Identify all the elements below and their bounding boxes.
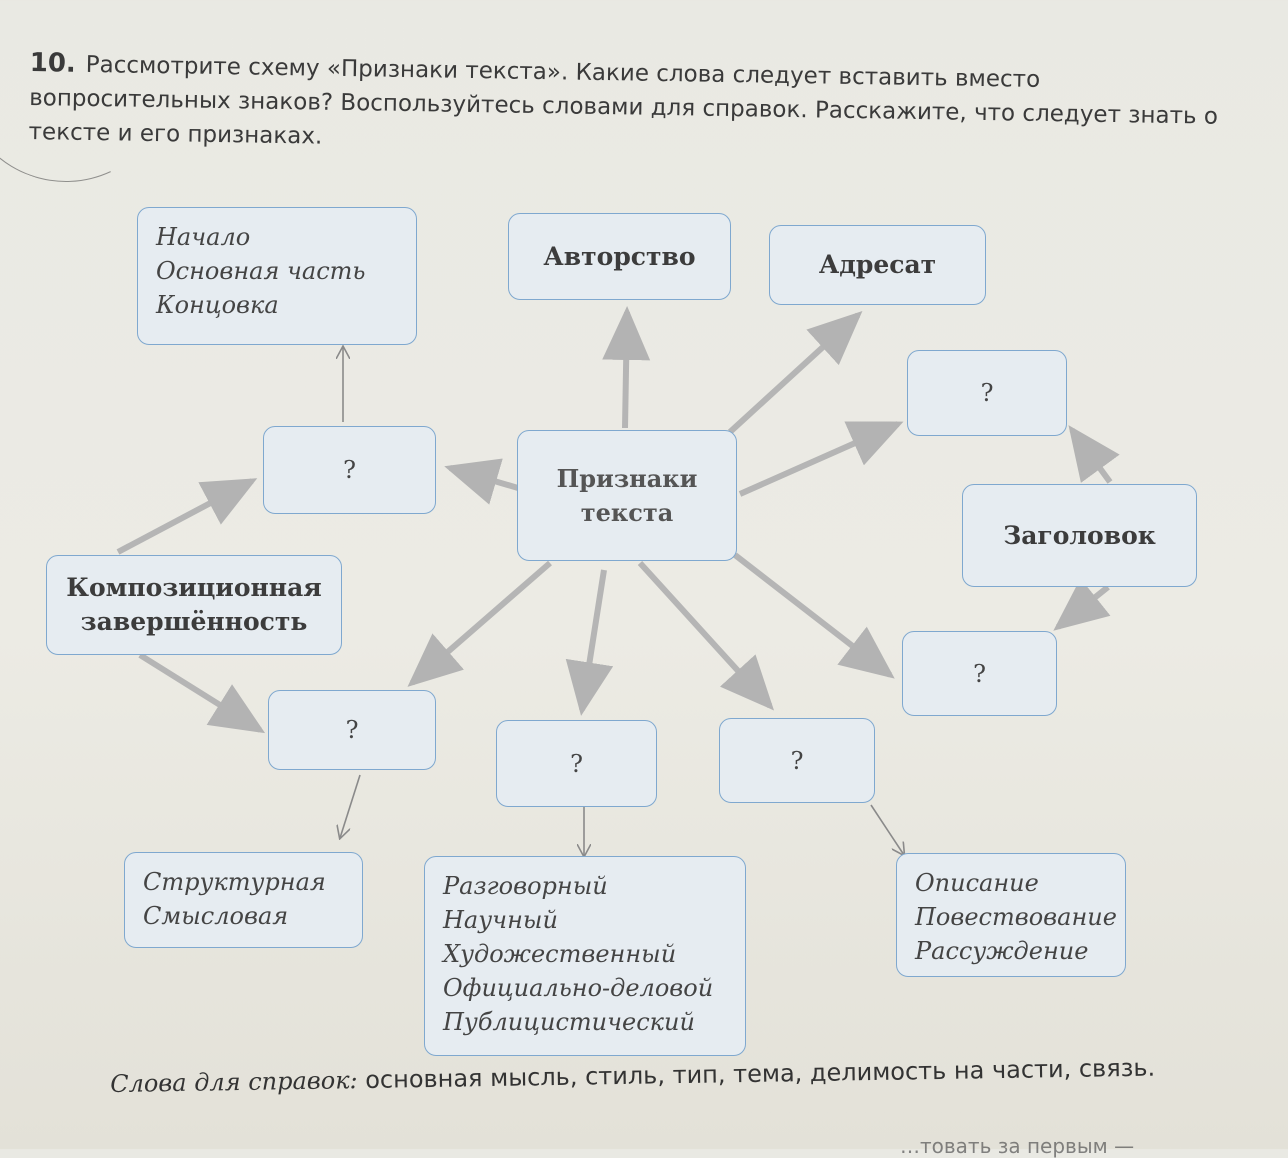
arrow-to-q-bottom-right bbox=[637, 560, 775, 711]
question-mark: ? bbox=[790, 746, 804, 775]
heading-box: Заголовок bbox=[962, 484, 1197, 587]
arrow-composition-to-q-bottom-left bbox=[138, 652, 266, 734]
center-label-line: Признаки bbox=[556, 463, 698, 493]
type-item: Описание bbox=[915, 869, 1039, 897]
question-box-top-right: ? bbox=[907, 350, 1067, 436]
question-mark: ? bbox=[343, 456, 356, 484]
connection-box: Структурная Смысловая bbox=[124, 852, 363, 948]
type-box: Описание Повествование Рассуждение bbox=[896, 853, 1126, 977]
parts-item: Концовка bbox=[156, 291, 279, 319]
style-item: Публицистический bbox=[443, 1008, 695, 1036]
authorship-box: Авторство bbox=[508, 213, 731, 300]
center-box: Признаки текста bbox=[517, 430, 737, 561]
arrow-to-q-top-right bbox=[738, 421, 904, 497]
type-item: Повествование bbox=[915, 903, 1117, 931]
question-mark: ? bbox=[570, 749, 583, 778]
arrow-to-addressee bbox=[727, 310, 863, 435]
question-mark: ? bbox=[980, 379, 994, 407]
composition-label-line: завершённость bbox=[80, 607, 308, 636]
arrow-composition-to-q-top-left bbox=[116, 478, 258, 555]
style-item: Разговорный bbox=[443, 872, 608, 900]
style-item: Научный bbox=[443, 906, 558, 934]
authorship-label: Авторство bbox=[543, 241, 696, 271]
parts-item: Начало bbox=[156, 223, 251, 251]
question-box-bottom-right: ? bbox=[719, 718, 875, 803]
question-box-top-left: ? bbox=[263, 426, 436, 514]
connection-item: Структурная bbox=[143, 868, 326, 896]
composition-box: Композиционная завершённость bbox=[46, 555, 342, 655]
arrow-to-q-top-left bbox=[444, 458, 519, 505]
arrow-heading-to-q-right-low bbox=[1053, 578, 1111, 631]
arrow-to-q-bottom-left bbox=[407, 560, 552, 687]
thin-arrow-to-type bbox=[870, 804, 904, 855]
style-item: Официально-деловой bbox=[443, 974, 714, 1002]
footer-text-fragment: …товать за первым — bbox=[900, 1134, 1135, 1158]
type-item: Рассуждение bbox=[915, 937, 1089, 965]
heading-label: Заголовок bbox=[1003, 520, 1156, 550]
arrow-to-q-bottom-mid bbox=[565, 569, 614, 716]
question-mark: ? bbox=[973, 659, 986, 688]
arrow-heading-to-q-top-right bbox=[1068, 425, 1120, 484]
addressee-box: Адресат bbox=[769, 225, 986, 305]
arrow-to-q-right-low bbox=[733, 552, 895, 679]
parts-item: Основная часть bbox=[156, 257, 366, 285]
question-box-bottom-left: ? bbox=[268, 690, 436, 770]
parts-box: Начало Основная часть Концовка bbox=[137, 207, 417, 345]
reference-words-label: Слова для справок: bbox=[110, 1066, 358, 1098]
thin-arrow-to-connection bbox=[340, 774, 361, 838]
center-label-line: текста bbox=[580, 497, 674, 527]
arrow-to-authorship bbox=[602, 306, 651, 429]
question-mark: ? bbox=[345, 716, 359, 744]
connection-item: Смысловая bbox=[143, 902, 289, 930]
question-box-right-low: ? bbox=[902, 631, 1057, 716]
question-box-bottom-mid: ? bbox=[496, 720, 657, 807]
composition-label-line: Композиционная bbox=[66, 573, 322, 602]
style-box: Разговорный Научный Художественный Офици… bbox=[424, 856, 746, 1056]
addressee-label: Адресат bbox=[818, 250, 937, 279]
style-item: Художественный bbox=[443, 940, 677, 968]
